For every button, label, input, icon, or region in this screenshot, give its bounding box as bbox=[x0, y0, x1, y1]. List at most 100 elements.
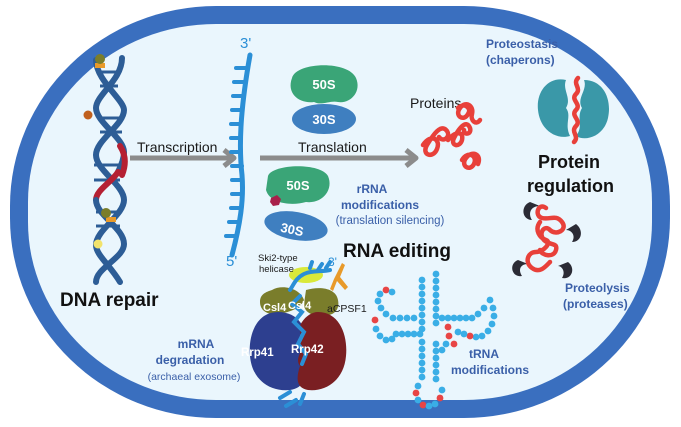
trna-nucleotide bbox=[460, 330, 468, 338]
trna-nucleotide bbox=[392, 330, 400, 338]
trna-nucleotide bbox=[438, 386, 446, 394]
trna-nucleotide bbox=[468, 314, 476, 322]
dna-lesion bbox=[95, 54, 105, 64]
trna-nucleotide bbox=[432, 284, 440, 292]
trna-nucleotide bbox=[432, 305, 440, 313]
ribosome-50s-label: 50S bbox=[312, 77, 335, 92]
trna-nucleotide bbox=[432, 354, 440, 362]
trna-nucleotide bbox=[403, 314, 411, 322]
proteolysis-label-line2: (proteases) bbox=[563, 297, 628, 311]
dna-lesion bbox=[106, 217, 116, 222]
trna-nucleotide bbox=[372, 325, 380, 333]
ribosome-assembled bbox=[290, 65, 358, 134]
trna-nucleotide bbox=[454, 328, 462, 336]
protease-icon bbox=[512, 202, 581, 279]
trna-modified-nucleotide bbox=[444, 323, 452, 331]
rrna-label-line3: (translation silencing) bbox=[336, 215, 445, 227]
trna-nucleotide bbox=[478, 332, 486, 340]
trna-modified-nucleotide bbox=[445, 332, 453, 340]
trna-nucleotide bbox=[396, 314, 404, 322]
exosome-complex bbox=[249, 260, 348, 408]
trna-modified-nucleotide bbox=[436, 394, 444, 402]
rrp41-label: Rrp41 bbox=[241, 347, 274, 359]
trna-modified-nucleotide bbox=[419, 401, 427, 409]
trna-modified-nucleotide bbox=[371, 316, 379, 324]
trna-label-line2: modifications bbox=[451, 363, 529, 377]
cytoplasm bbox=[28, 24, 652, 400]
trna-nucleotide bbox=[410, 314, 418, 322]
trna-nucleotide bbox=[418, 304, 426, 312]
trna-nucleotide bbox=[432, 361, 440, 369]
trna-nucleotide bbox=[382, 336, 390, 344]
trna-nucleotide bbox=[432, 312, 440, 320]
mrna-3prime-label: 3' bbox=[240, 35, 251, 52]
trna-nucleotide bbox=[416, 330, 424, 338]
trna-nucleotide bbox=[418, 276, 426, 284]
mrna-degradation-label-line3: (archaeal exosome) bbox=[148, 371, 241, 383]
csl4-right-label: Csl4 bbox=[288, 300, 312, 312]
mrna-degradation-label-line1: mRNA bbox=[178, 337, 215, 351]
trna-nucleotide bbox=[410, 330, 418, 338]
trna-nucleotide bbox=[432, 270, 440, 278]
trna-nucleotide bbox=[418, 345, 426, 353]
ribosome-30s-label: 30S bbox=[312, 112, 335, 127]
trna-nucleotide bbox=[442, 340, 450, 348]
transcription-label: Transcription bbox=[137, 139, 217, 155]
trna-nucleotide bbox=[418, 311, 426, 319]
ribosome-50s-subunit bbox=[290, 65, 358, 104]
trna-nucleotide bbox=[388, 288, 396, 296]
mrna-strand-icon bbox=[224, 52, 253, 258]
ribosome-30s-label-2: 30S bbox=[279, 220, 305, 240]
trna-nucleotide bbox=[472, 333, 480, 341]
trna-nucleotide bbox=[377, 304, 385, 312]
trna-nucleotide bbox=[484, 327, 492, 335]
ribosome-30s-subunit bbox=[292, 104, 356, 134]
trna-modified-nucleotide bbox=[466, 332, 474, 340]
dna-lesion bbox=[93, 239, 103, 249]
rrp42-label: Rrp42 bbox=[291, 344, 324, 356]
trna-nucleotide bbox=[404, 330, 412, 338]
trna-nucleotide bbox=[432, 347, 440, 355]
trna-nucleotide bbox=[414, 382, 422, 390]
proteins-label: Proteins bbox=[410, 95, 461, 111]
trna-nucleotide bbox=[418, 359, 426, 367]
protein-regulation-label-line2: regulation bbox=[527, 176, 614, 196]
trna-nucleotide bbox=[432, 340, 440, 348]
trna-nucleotide bbox=[480, 304, 488, 312]
trna-nucleotide bbox=[418, 318, 426, 326]
trna-nucleotide bbox=[432, 319, 440, 327]
trna-nucleotide bbox=[398, 330, 406, 338]
trna-nucleotide bbox=[418, 366, 426, 374]
trna-nucleotide bbox=[382, 310, 390, 318]
trna-nucleotide bbox=[438, 346, 446, 354]
proteolysis-label-line1: Proteolysis bbox=[565, 281, 630, 295]
mrna-degradation-label-line2: degradation bbox=[156, 353, 225, 367]
dna-lesion bbox=[83, 110, 93, 120]
ribosome-30s-subunit bbox=[264, 211, 328, 241]
trna-nucleotide bbox=[432, 298, 440, 306]
chaperone-icon bbox=[537, 75, 609, 145]
exosome-3prime-label: 3' bbox=[328, 255, 337, 269]
trna-nucleotide bbox=[418, 283, 426, 291]
trna-nucleotide bbox=[456, 314, 464, 322]
dna-helix-icon bbox=[83, 54, 128, 285]
trna-nucleotide bbox=[388, 335, 396, 343]
trna-label-line1: tRNA bbox=[469, 347, 499, 361]
translation-arrow-icon bbox=[260, 148, 419, 168]
trna-nucleotide bbox=[486, 296, 494, 304]
transcription-arrow-icon bbox=[130, 148, 237, 168]
trna-nucleotide bbox=[432, 368, 440, 376]
dna-lesion bbox=[101, 208, 111, 218]
trna-nucleotide bbox=[444, 314, 452, 322]
trna-nucleotide bbox=[474, 310, 482, 318]
rrp41-subunit bbox=[249, 312, 304, 391]
csl4-right-subunit bbox=[304, 288, 339, 316]
trna-nucleotide bbox=[376, 290, 384, 298]
trna-nucleotide bbox=[418, 338, 426, 346]
trna-modified-nucleotide bbox=[450, 340, 458, 348]
rrna-label-line1: rRNA bbox=[357, 182, 388, 196]
trna-nucleotide bbox=[489, 304, 497, 312]
trna-nucleotide bbox=[490, 312, 498, 320]
trna-nucleotide bbox=[418, 297, 426, 305]
ribosome-50s-label-2: 50S bbox=[286, 178, 309, 193]
